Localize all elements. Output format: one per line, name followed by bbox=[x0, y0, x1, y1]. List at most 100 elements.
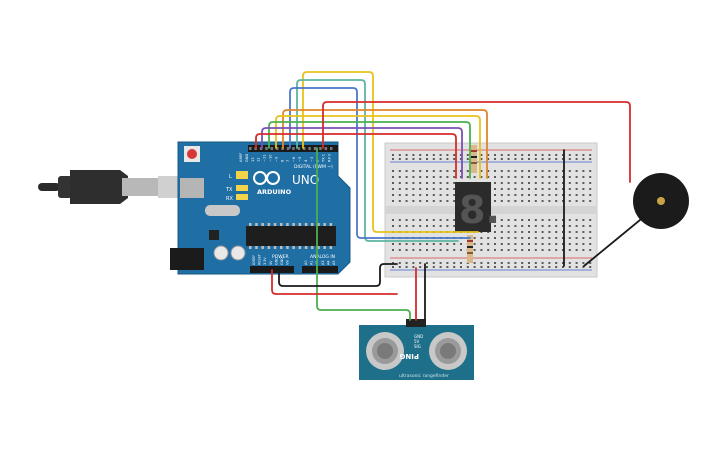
breadboard-hole[interactable] bbox=[487, 154, 490, 156]
seven-segment-display[interactable]: 8. bbox=[455, 182, 500, 232]
breadboard-hole[interactable] bbox=[473, 243, 476, 245]
breadboard-hole[interactable] bbox=[562, 158, 564, 160]
breadboard-hole[interactable] bbox=[419, 225, 422, 227]
breadboard-hole[interactable] bbox=[521, 188, 524, 190]
breadboard-hole[interactable] bbox=[514, 200, 517, 202]
breadboard-hole[interactable] bbox=[521, 249, 524, 251]
breadboard-hole[interactable] bbox=[555, 243, 558, 245]
breadboard-hole[interactable] bbox=[466, 158, 469, 160]
analog-header[interactable] bbox=[302, 266, 338, 273]
breadboard-hole[interactable] bbox=[419, 194, 422, 196]
breadboard-hole[interactable] bbox=[575, 237, 578, 239]
breadboard-hole[interactable] bbox=[562, 249, 564, 251]
breadboard-hole[interactable] bbox=[575, 266, 578, 268]
breadboard-hole[interactable] bbox=[589, 154, 592, 156]
wire-teal[interactable] bbox=[296, 79, 459, 242]
breadboard-hole[interactable] bbox=[426, 188, 428, 190]
breadboard-hole[interactable] bbox=[589, 170, 592, 172]
breadboard-hole[interactable] bbox=[589, 266, 592, 268]
wire-orange[interactable] bbox=[282, 109, 488, 179]
breadboard-hole[interactable] bbox=[562, 225, 564, 227]
breadboard-hole[interactable] bbox=[494, 262, 496, 264]
breadboard-hole[interactable] bbox=[507, 237, 510, 239]
breadboard-hole[interactable] bbox=[494, 188, 496, 190]
breadboard-hole[interactable] bbox=[555, 249, 558, 251]
breadboard-hole[interactable] bbox=[582, 176, 585, 178]
breadboard-hole[interactable] bbox=[589, 182, 592, 184]
breadboard-hole[interactable] bbox=[534, 194, 537, 196]
breadboard-hole[interactable] bbox=[582, 182, 585, 184]
breadboard-hole[interactable] bbox=[562, 262, 564, 264]
breadboard-hole[interactable] bbox=[439, 200, 442, 202]
breadboard-hole[interactable] bbox=[412, 243, 415, 245]
header-pin[interactable] bbox=[270, 147, 274, 150]
breadboard-hole[interactable] bbox=[500, 200, 503, 202]
breadboard-hole[interactable] bbox=[494, 266, 496, 268]
breadboard-hole[interactable] bbox=[426, 262, 428, 264]
breadboard-hole[interactable] bbox=[426, 176, 428, 178]
breadboard-hole[interactable] bbox=[582, 154, 585, 156]
breadboard-hole[interactable] bbox=[453, 200, 456, 202]
breadboard-hole[interactable] bbox=[562, 188, 564, 190]
breadboard-hole[interactable] bbox=[507, 188, 510, 190]
breadboard-hole[interactable] bbox=[473, 266, 476, 268]
breadboard-hole[interactable] bbox=[480, 154, 483, 156]
breadboard-hole[interactable] bbox=[426, 266, 428, 268]
breadboard-hole[interactable] bbox=[582, 158, 585, 160]
breadboard-hole[interactable] bbox=[453, 170, 456, 172]
breadboard-hole[interactable] bbox=[582, 225, 585, 227]
breadboard-hole[interactable] bbox=[487, 243, 490, 245]
breadboard-hole[interactable] bbox=[514, 243, 517, 245]
breadboard-hole[interactable] bbox=[460, 154, 462, 156]
breadboard-hole[interactable] bbox=[419, 188, 422, 190]
breadboard-hole[interactable] bbox=[589, 176, 592, 178]
breadboard-hole[interactable] bbox=[514, 225, 517, 227]
breadboard-hole[interactable] bbox=[568, 243, 571, 245]
breadboard-hole[interactable] bbox=[548, 243, 551, 245]
breadboard-hole[interactable] bbox=[473, 176, 476, 178]
breadboard-hole[interactable] bbox=[507, 158, 510, 160]
breadboard-hole[interactable] bbox=[453, 262, 456, 264]
header-pin[interactable] bbox=[308, 147, 311, 150]
breadboard-hole[interactable] bbox=[432, 194, 435, 196]
breadboard-hole[interactable] bbox=[548, 231, 551, 233]
breadboard-hole[interactable] bbox=[405, 188, 408, 190]
breadboard-hole[interactable] bbox=[568, 182, 571, 184]
breadboard-hole[interactable] bbox=[555, 154, 558, 156]
breadboard-hole[interactable] bbox=[460, 176, 462, 178]
breadboard-hole[interactable] bbox=[494, 200, 496, 202]
breadboard-hole[interactable] bbox=[562, 219, 564, 221]
breadboard-hole[interactable] bbox=[392, 219, 394, 221]
breadboard-hole[interactable] bbox=[582, 219, 585, 221]
breadboard-hole[interactable] bbox=[487, 237, 490, 239]
breadboard-hole[interactable] bbox=[521, 176, 524, 178]
breadboard-hole[interactable] bbox=[439, 194, 442, 196]
breadboard-hole[interactable] bbox=[500, 176, 503, 178]
header-pin[interactable] bbox=[276, 147, 279, 150]
breadboard-hole[interactable] bbox=[466, 170, 469, 172]
breadboard-hole[interactable] bbox=[568, 194, 571, 196]
breadboard-hole[interactable] bbox=[446, 194, 449, 196]
breadboard-hole[interactable] bbox=[398, 176, 401, 178]
breadboard-hole[interactable] bbox=[419, 249, 422, 251]
breadboard-hole[interactable] bbox=[575, 188, 578, 190]
breadboard-hole[interactable] bbox=[582, 170, 585, 172]
breadboard-hole[interactable] bbox=[432, 154, 435, 156]
breadboard-hole[interactable] bbox=[426, 219, 428, 221]
header-pin[interactable] bbox=[324, 147, 328, 150]
breadboard-hole[interactable] bbox=[494, 176, 496, 178]
breadboard-hole[interactable] bbox=[439, 225, 442, 227]
breadboard-hole[interactable] bbox=[548, 262, 551, 264]
breadboard-hole[interactable] bbox=[398, 182, 401, 184]
breadboard-hole[interactable] bbox=[473, 249, 476, 251]
breadboard-hole[interactable] bbox=[575, 194, 578, 196]
breadboard-hole[interactable] bbox=[500, 266, 503, 268]
breadboard-hole[interactable] bbox=[589, 188, 592, 190]
breadboard-hole[interactable] bbox=[419, 200, 422, 202]
breadboard-hole[interactable] bbox=[439, 182, 442, 184]
breadboard-hole[interactable] bbox=[439, 176, 442, 178]
breadboard-hole[interactable] bbox=[398, 219, 401, 221]
breadboard-hole[interactable] bbox=[521, 231, 524, 233]
breadboard-hole[interactable] bbox=[426, 243, 428, 245]
